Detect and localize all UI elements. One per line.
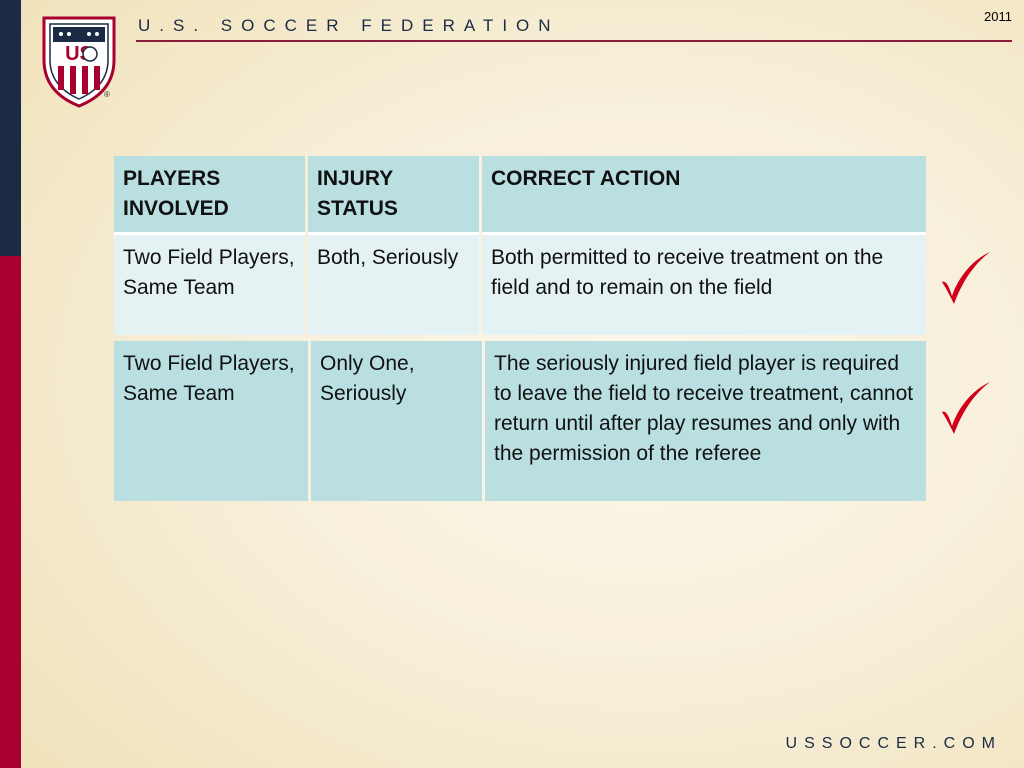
row2-injury-status: Only One, Seriously [311,341,482,501]
row2-players: Two Field Players, Same Team [114,341,308,501]
checkmark-icon [942,382,990,434]
row1-players: Two Field Players, Same Team [114,235,305,335]
row2-correct-action: The seriously injured field player is re… [485,341,926,501]
table-header-row: PLAYERS INVOLVED INJURY STATUS CORRECT A… [114,156,926,235]
year-label: 2011 [984,9,1012,24]
us-soccer-crest-icon: US [42,16,116,108]
left-band-navy [0,0,21,256]
org-title: U.S. SOCCER FEDERATION [138,16,560,35]
header-rule [136,40,1012,42]
row1-correct-action: Both permitted to receive treatment on t… [482,235,926,335]
row1-injury-status: Both, Seriously [308,235,479,335]
table-row: Two Field Players, Same Team Only One, S… [114,341,926,501]
injury-table-second: Two Field Players, Same Team Only One, S… [111,341,929,501]
footer-url: USSOCCER.COM [785,735,1002,752]
header-players: PLAYERS INVOLVED [114,156,305,235]
registered-mark: ® [104,90,110,99]
checkmark-icon [942,252,990,304]
header-correct-action: CORRECT ACTION [482,156,926,235]
header-injury-status: INJURY STATUS [308,156,479,235]
injury-table: PLAYERS INVOLVED INJURY STATUS CORRECT A… [111,156,929,335]
table-row: Two Field Players, Same Team Both, Serio… [114,235,926,335]
left-band-red [0,256,21,768]
